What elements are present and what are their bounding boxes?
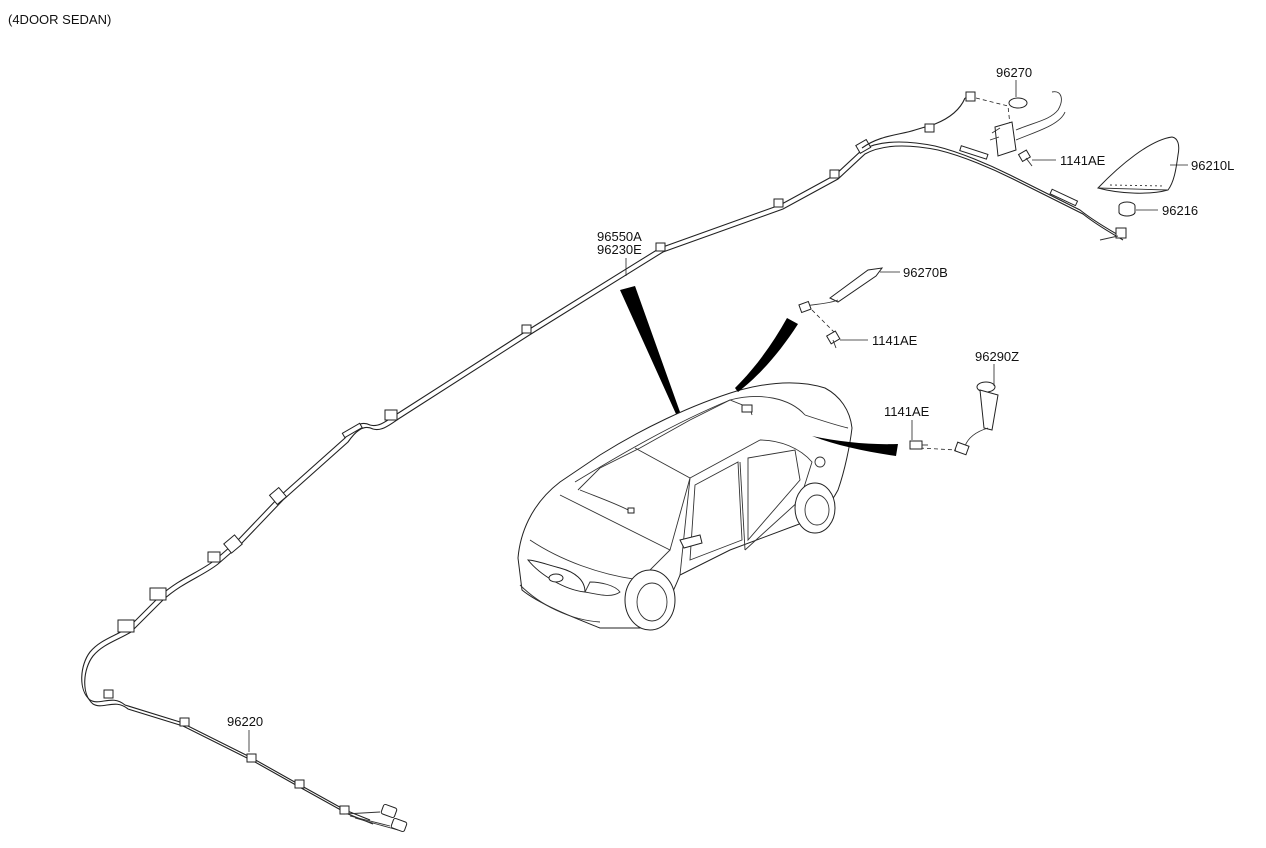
cable-clip [1049, 188, 1079, 207]
bolt-1141ae-mid [825, 330, 841, 349]
bolt-1141ae-low [909, 440, 928, 450]
connector-cap [1008, 97, 1028, 109]
module-96270 [975, 91, 1066, 157]
cable-clip [521, 324, 532, 334]
label-1141ae-low: 1141AE [884, 404, 930, 419]
cable-clip [149, 587, 167, 601]
cable-end-connector [380, 803, 398, 819]
antenna-96270b [798, 267, 884, 335]
cable-clip [339, 805, 350, 815]
bolt-1141ae-top [1017, 149, 1033, 167]
label-96210l: 96210L [1191, 158, 1234, 173]
pointer-wedge-roof [620, 286, 680, 414]
cable-clip [655, 242, 666, 252]
pointer-wedge-antenna [735, 318, 798, 392]
cable-clip [117, 619, 135, 633]
cable-clip [103, 689, 114, 699]
label-96220: 96220 [227, 714, 263, 729]
label-96230e: 96230E [597, 242, 642, 257]
antenna-96290z [919, 381, 999, 456]
label-96216: 96216 [1162, 203, 1198, 218]
label-96270: 96270 [996, 65, 1032, 80]
pointer-wedge-rear [812, 436, 898, 456]
cable-connector [965, 91, 976, 102]
shark-fin-cover-96210l [1097, 136, 1180, 194]
label-96290z: 96290Z [975, 349, 1019, 364]
cable-clip [855, 138, 872, 155]
cable-clip [341, 422, 363, 439]
car-body-illustration [517, 382, 853, 631]
cable-clip [179, 717, 190, 727]
amp-module-body [994, 121, 1017, 157]
cable-clip [829, 169, 840, 179]
pad-96216 [1118, 201, 1136, 217]
cable-clip [268, 486, 288, 506]
cable-end-connector [1115, 227, 1127, 239]
cable-clip [924, 123, 935, 133]
cable-clip [959, 145, 989, 160]
cable-clip [384, 409, 398, 421]
label-1141ae-top: 1141AE [1060, 153, 1106, 168]
cable-connector [207, 551, 221, 563]
cable-clip [773, 198, 784, 208]
label-96270b: 96270B [903, 265, 948, 280]
label-1141ae-mid: 1141AE [872, 333, 918, 348]
cable-end-connector [390, 817, 408, 833]
label-96550a: 96550A [597, 229, 642, 244]
diagram-title: (4DOOR SEDAN) [8, 12, 111, 27]
main-antenna-cable [81, 91, 1127, 833]
cable-clip [294, 779, 305, 789]
cable-connector [223, 534, 243, 554]
cable-clip [246, 753, 257, 763]
